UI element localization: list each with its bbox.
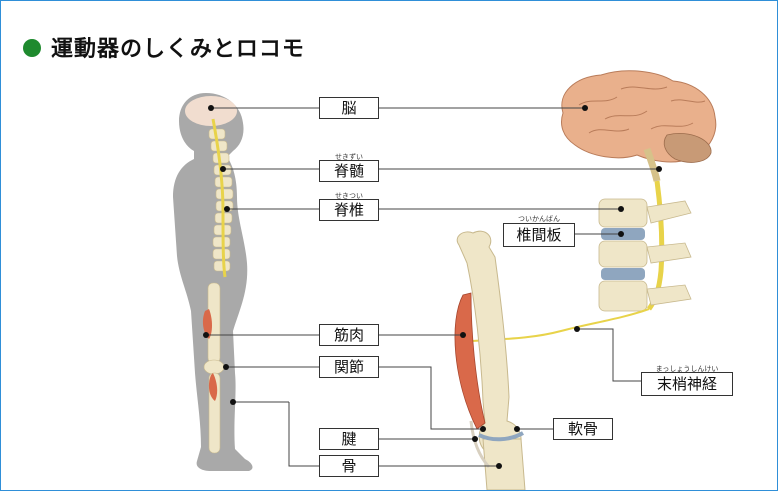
label-brain: 脳 — [319, 97, 379, 119]
label-disc: 椎間板 — [503, 223, 575, 247]
knee-illustration — [455, 231, 525, 490]
label-cartilage: 軟骨 — [553, 418, 613, 440]
label-tendon: 腱 — [319, 428, 379, 450]
label-nerve: 末梢神経 — [641, 372, 733, 396]
title-bullet-icon — [23, 39, 41, 57]
label-muscle: 筋肉 — [319, 324, 379, 346]
page-title: 運動器のしくみとロコモ — [51, 31, 305, 63]
vertebral-column — [599, 199, 691, 311]
label-spine: 脊椎 — [319, 199, 379, 221]
leader-lines — [206, 108, 659, 466]
label-spinal-cord: 脊髄 — [319, 160, 379, 182]
label-joint: 関節 — [319, 356, 379, 378]
leader-dots — [203, 105, 662, 469]
label-bone: 骨 — [319, 455, 379, 477]
brain-illustration — [562, 71, 716, 181]
